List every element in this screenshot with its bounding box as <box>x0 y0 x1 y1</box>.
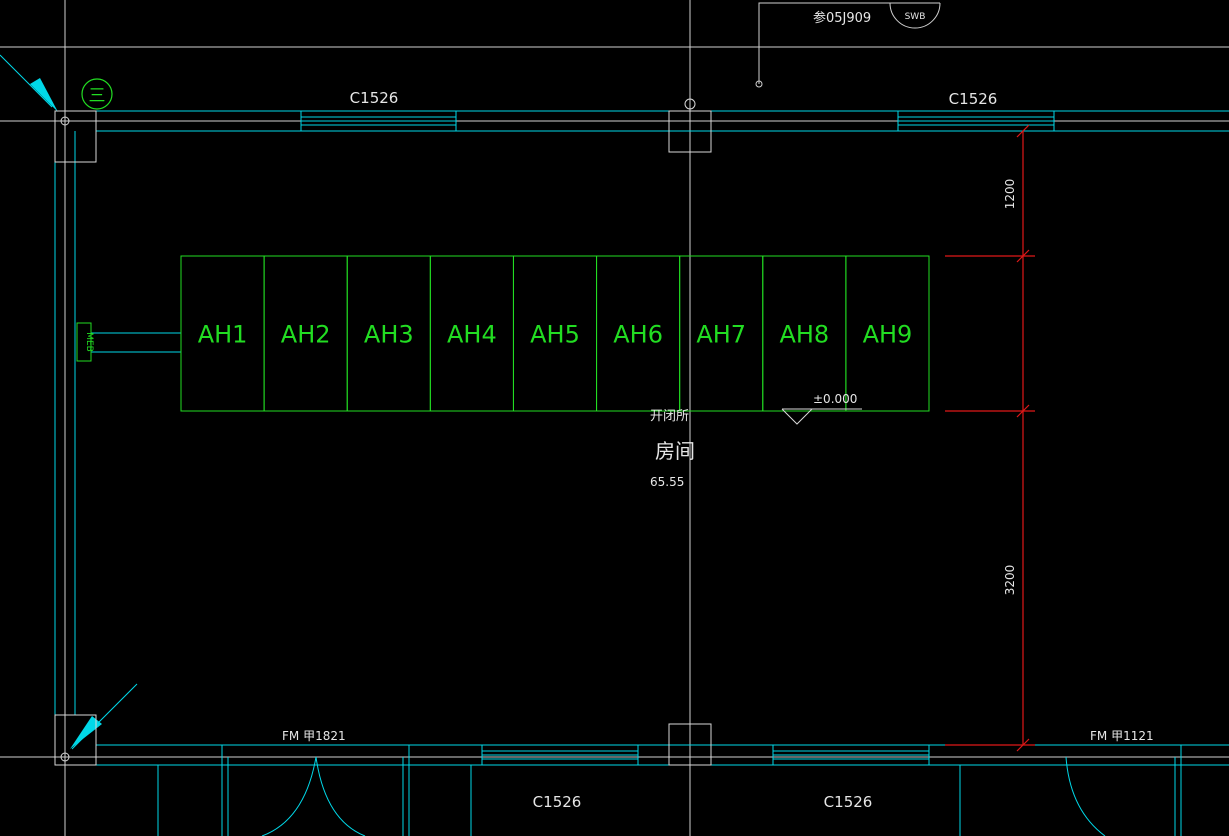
window-label-top-left: C1526 <box>350 89 399 107</box>
switchgear-cabinets[interactable]: AH1 AH2 AH3 AH4 AH5 AH6 AH7 AH8 AH9 <box>180 255 930 412</box>
cabinet-9[interactable] <box>845 255 930 412</box>
cabinet-label: AH6 <box>613 321 663 349</box>
axis-node-top-center <box>684 98 696 110</box>
axis-symbol: 三 <box>89 86 106 106</box>
column-bottom-center <box>668 723 712 766</box>
door-swing-left-b <box>315 756 366 836</box>
cabinet-label: AH5 <box>530 321 580 349</box>
axis-node-bottom-left <box>60 752 70 762</box>
reference-circle <box>889 2 941 29</box>
elevation-marker <box>781 408 862 425</box>
column-bottom-left <box>54 714 97 766</box>
columns <box>54 98 712 766</box>
door-label-left: FM 甲1821 <box>282 729 346 743</box>
window-label-bottom-left: C1526 <box>533 793 582 811</box>
leader-line <box>758 2 890 84</box>
room-area: 65.55 <box>650 475 684 489</box>
reference-text: 参05J909 <box>813 10 871 26</box>
cabinet-label: AH2 <box>281 321 331 349</box>
corner-leader-top <box>0 54 53 108</box>
cabinet-label: AH9 <box>863 321 913 349</box>
reference-symbol: SWB <box>905 12 926 22</box>
dimension-lines <box>945 124 1035 752</box>
window-bottom-right <box>772 744 930 766</box>
dimension-tick <box>1016 124 1030 138</box>
window-bottom-left <box>481 744 639 766</box>
corner-arrow-bottom-icon <box>70 716 102 749</box>
meb-label: MEB <box>84 332 94 352</box>
windows <box>300 110 1055 766</box>
meb-box[interactable] <box>76 322 92 362</box>
corner-arrow-top-icon <box>30 78 58 112</box>
door-label-right: FM 甲1121 <box>1090 729 1154 743</box>
column-top-center <box>668 110 712 153</box>
reference-leader <box>755 2 941 88</box>
cabinet-label: AH4 <box>447 321 497 349</box>
dimension-upper-label: 1200 <box>1003 179 1017 210</box>
cabinet-label: AH3 <box>364 321 414 349</box>
leader-dot <box>755 80 763 88</box>
room-name-small: 开闭所 <box>650 409 689 424</box>
column-top-left <box>54 110 97 163</box>
dimension-tick <box>1016 738 1030 752</box>
window-label-bottom-right: C1526 <box>824 793 873 811</box>
cabinet-label: AH1 <box>198 321 248 349</box>
elevation-triangle-icon <box>781 408 813 425</box>
dimension-tick <box>1016 404 1030 418</box>
cabinet-label: AH8 <box>779 321 829 349</box>
elevation-label: ±0.000 <box>813 392 857 406</box>
door-swing-right <box>1065 756 1106 836</box>
dimension-lower-label: 3200 <box>1003 565 1017 596</box>
dimension-tick <box>1016 249 1030 263</box>
axis-symbol-circle <box>81 78 113 110</box>
axis-node-top-left <box>60 116 70 126</box>
window-top-right <box>897 110 1055 132</box>
room-name: 房间 <box>655 439 695 463</box>
cabinet-label: AH7 <box>696 321 746 349</box>
window-label-top-right: C1526 <box>949 90 998 108</box>
door-swing-left-a <box>261 756 317 836</box>
window-top-left <box>300 110 457 132</box>
